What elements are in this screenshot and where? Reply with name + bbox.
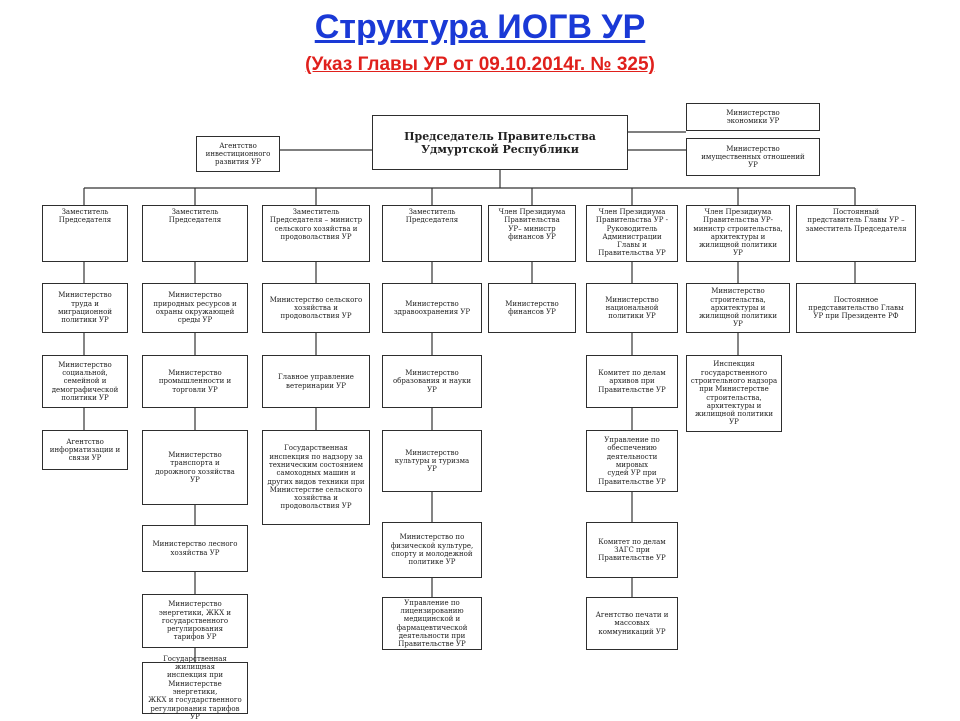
ministry-labour-box: Министерство труда и миграционной полити… xyxy=(42,283,128,333)
archives-committee-box: Комитет по делам архивов при Правительст… xyxy=(586,355,678,408)
ministry-education-box: Министерство образования и науки УР xyxy=(382,355,482,408)
ministry-energy-box: Министерство энергетики, ЖКХ и государст… xyxy=(142,594,248,648)
ministry-national-policy-box: Министерство национальной политики УР xyxy=(586,283,678,333)
ministry-social-box: Министерство социальной, семейной и демо… xyxy=(42,355,128,408)
head-box-finance-member: Член Президиума Правительства УР– минист… xyxy=(488,205,576,262)
housing-inspection-box: Государственная жилищная инспекция при М… xyxy=(142,655,248,721)
civil-registry-committee-box: Комитет по делам ЗАГС при Правительстве … xyxy=(586,522,678,578)
head-box-deputy-1: Заместитель Председателя xyxy=(42,205,128,262)
page-title: Структура ИОГВ УР xyxy=(314,8,646,46)
ministry-sport-box: Министерство по физической культуре, спо… xyxy=(382,522,482,578)
ministry-economy-box: Министерство экономики УР xyxy=(686,103,820,131)
agency-informatization-box: Агентство информатизации и связи УР xyxy=(42,430,128,470)
licensing-directorate-box: Управление по лицензированию медицинской… xyxy=(382,597,482,650)
ministry-property-box: Министерство имущественных отношений УР xyxy=(686,138,820,176)
ministry-construction-box: Министерство строительства, архитектуры … xyxy=(686,283,790,333)
construction-inspection-box: Инспекция государственного строительного… xyxy=(686,355,782,432)
head-box-permanent-representative: Постоянный представитель Главы УР – заме… xyxy=(796,205,916,262)
chairman-box: Председатель Правительства Удмуртской Ре… xyxy=(372,115,628,170)
ministry-forestry-box: Министерство лесного хозяйства УР xyxy=(142,525,248,572)
page-subtitle: (Указ Главы УР от 09.10.2014г. № 325) xyxy=(305,54,655,75)
permanent-representation-box: Постоянное представительство Главы УР пр… xyxy=(796,283,916,333)
ministry-culture-box: Министерство культуры и туризма УР xyxy=(382,430,482,492)
ministry-finance-box: Министерство финансов УР xyxy=(488,283,576,333)
magistrates-directorate-box: Управление по обеспечению деятельности м… xyxy=(586,430,678,492)
head-box-construction-member: Член Президиума Правительства УР- минист… xyxy=(686,205,790,262)
ministry-transport-box: Министерство транспорта и дорожного хозя… xyxy=(142,430,248,505)
ministry-health-box: Министерство здравоохранения УР xyxy=(382,283,482,333)
veterinary-directorate-box: Главное управление ветеринарии УР xyxy=(262,355,370,408)
ministry-natural-resources-box: Министерство природных ресурсов и охраны… xyxy=(142,283,248,333)
head-box-deputy-agriculture: Заместитель Председателя – министр сельс… xyxy=(262,205,370,262)
head-box-deputy-4: Заместитель Председателя xyxy=(382,205,482,262)
ministry-agriculture-box: Министерство сельского хозяйства и продо… xyxy=(262,283,370,333)
press-agency-box: Агентство печати и массовых коммуникаций… xyxy=(586,597,678,650)
ministry-industry-box: Министерство промышленности и торговли У… xyxy=(142,355,248,408)
head-box-administration-head: Член Президиума Правительства УР - Руков… xyxy=(586,205,678,262)
head-box-deputy-2: Заместитель Председателя xyxy=(142,205,248,262)
machinery-inspection-box: Государственная инспекция по надзору за … xyxy=(262,430,370,525)
investment-agency-box: Агентство инвестиционного развития УР xyxy=(196,136,280,172)
